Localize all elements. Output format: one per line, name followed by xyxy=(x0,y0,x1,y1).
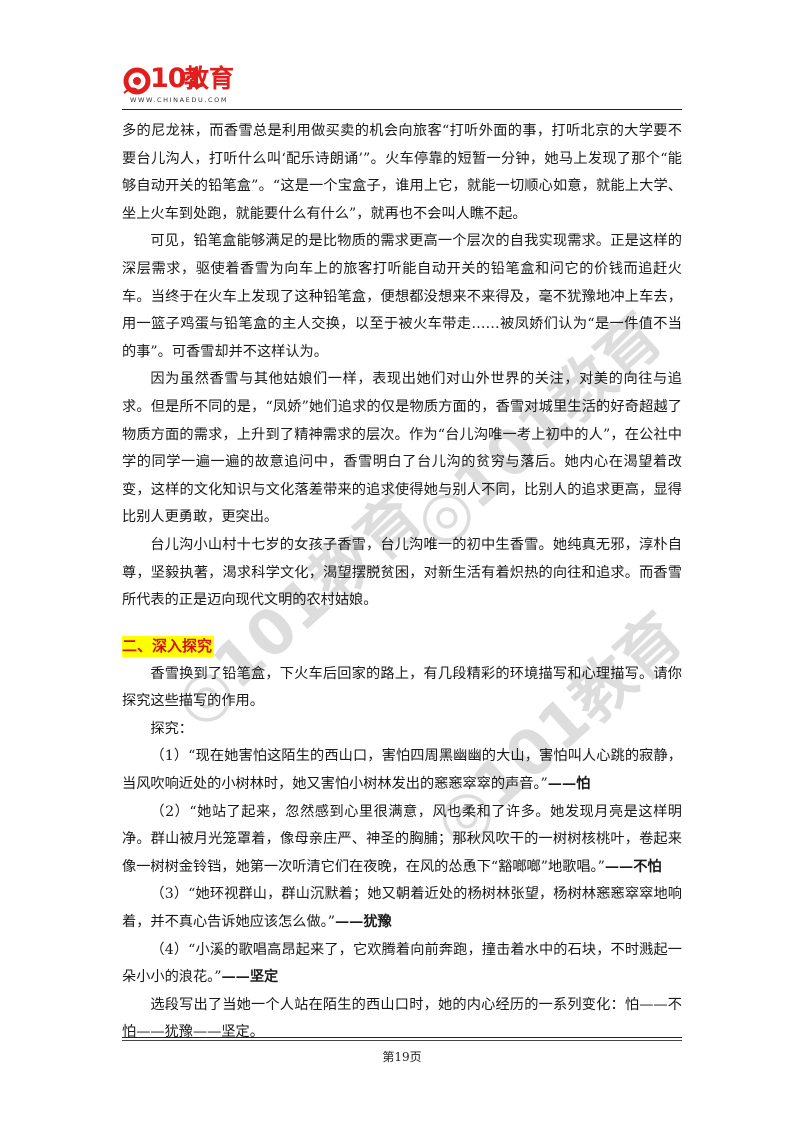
quote-item: （1）“现在她害怕这陌生的西山口，害怕四周黑幽幽的大山，害怕叫人心跳的寂静，当风… xyxy=(122,748,682,793)
logo-text: 教育 xyxy=(184,64,235,93)
quote-item: （4）“小溪的歌唱高昂起来了，它欢腾着向前奔跑，撞击着水中的石块，不时溅起一朵小… xyxy=(122,941,682,986)
page-number: 第19页 xyxy=(382,1050,422,1064)
paragraph: 台儿沟小山村十七岁的女孩子香雪，台儿沟唯一的初中生香雪。她纯真无邪，淳朴自尊，坚… xyxy=(122,536,682,609)
section-title: 二、深入探究 xyxy=(122,635,215,657)
paragraph: 可见，铅笔盒能够满足的是比物质的需求更高一个层次的自我实现需求。正是这样的深层需… xyxy=(122,233,682,360)
quote-answer: ——不怕 xyxy=(604,858,662,875)
quote-item: （2）“她站了起来，忽然感到心里很满意，风也柔和了许多。她发现月亮是这样明净。群… xyxy=(122,803,682,875)
logo: 101 教育 WWW.CHINAEDU.COM xyxy=(122,62,262,106)
quote-answer: ——怕 xyxy=(547,776,591,793)
conclusion: 选段写出了当她一个人站在陌生的西山口时，她的内心经历的一系列变化：怕——不怕——… xyxy=(122,996,682,1041)
logo-url: WWW.CHINAEDU.COM xyxy=(130,96,229,104)
paragraph: 多的尼龙袜，而香雪总是利用做买卖的机会向旅客“打听外面的事，打听北京的大学要不要… xyxy=(122,123,682,222)
explore-label: 探究： xyxy=(150,720,193,737)
header-rule xyxy=(122,109,682,110)
logo-swirl-icon xyxy=(123,67,151,95)
page-header: 101 教育 WWW.CHINAEDU.COM xyxy=(122,62,682,110)
paragraph: 因为虽然香雪与其他姑娘们一样，表现出她们对山外世界的关注，对美的向往与追求。但是… xyxy=(122,371,682,526)
quote-item: （3）“她环视群山，群山沉默着；她又朝着近处的杨树林张望，杨树林窸窸窣窣地响着，… xyxy=(122,886,682,931)
quote-answer: ——犹豫 xyxy=(334,914,392,931)
document-body: 多的尼龙袜，而香雪总是利用做买卖的机会向旅客“打听外面的事，打听北京的大学要不要… xyxy=(122,118,682,1047)
question: 香雪换到了铅笔盒，下火车后回家的路上，有几段精彩的环境描写和心理描写。请你探究这… xyxy=(122,665,682,710)
quote-answer: ——坚定 xyxy=(221,969,279,986)
footer-rule-thin xyxy=(122,1040,682,1041)
footer-rule xyxy=(122,1037,682,1038)
logo-digits: 101 xyxy=(150,63,204,94)
